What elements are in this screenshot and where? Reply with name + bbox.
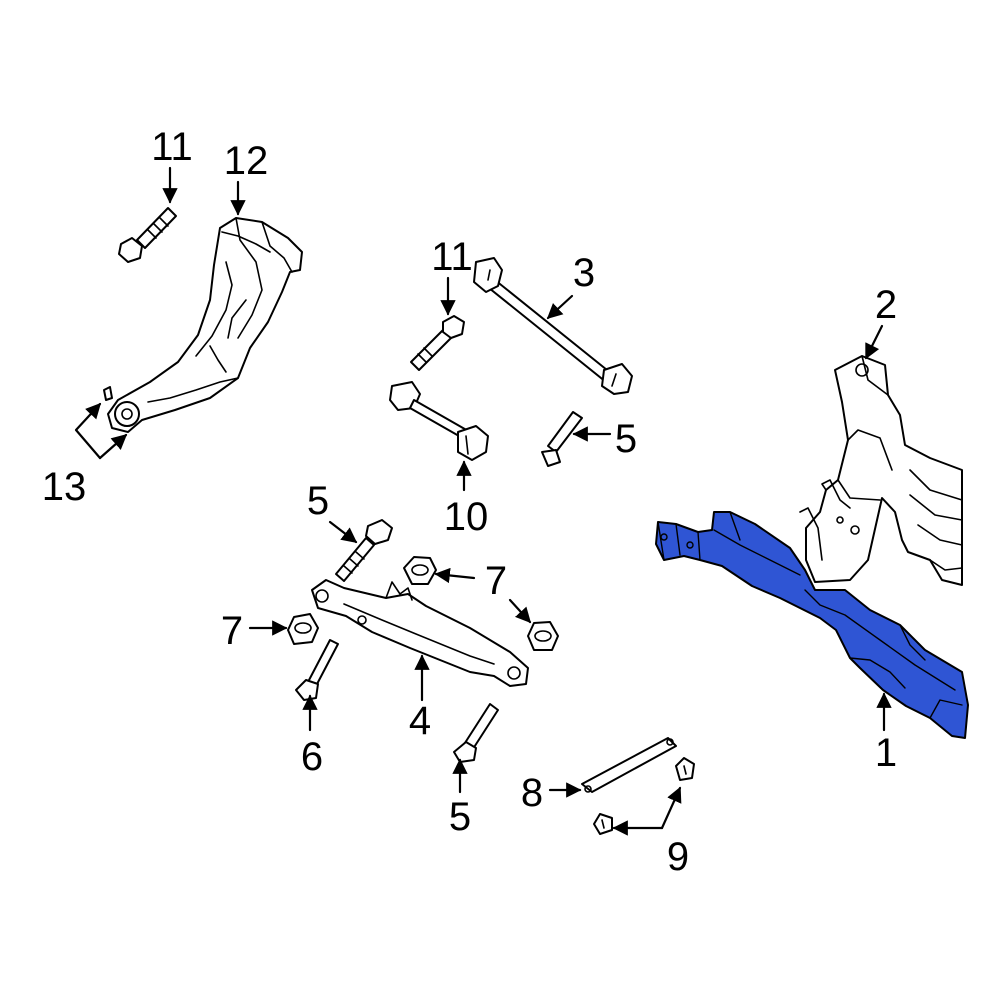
subframe[interactable] — [799, 355, 963, 586]
leader-9 — [660, 786, 682, 830]
callout-10: 10 — [444, 495, 489, 539]
callout-9: 9 — [667, 835, 689, 879]
leader-13-lower — [98, 433, 128, 460]
bolt-5-bottom[interactable] — [453, 703, 499, 763]
bolts-9[interactable] — [593, 757, 695, 835]
callout-5-bottom: 5 — [449, 795, 471, 839]
callout-8: 8 — [521, 771, 543, 815]
bolt-11-left[interactable] — [118, 207, 177, 263]
leader-7-upper — [434, 567, 476, 584]
leader-5-left — [328, 520, 358, 544]
strap-bracket[interactable] — [581, 737, 677, 793]
nut-7-left[interactable] — [287, 613, 319, 645]
callout-5-left: 5 — [307, 479, 329, 523]
callout-12: 12 — [224, 139, 269, 183]
bolt-5-left[interactable] — [335, 519, 393, 582]
leader-lines — [74, 166, 892, 836]
leader-2 — [864, 324, 884, 360]
callout-labels: 11 12 13 11 3 2 5 10 5 7 7 4 6 5 8 9 1 — [42, 125, 897, 879]
highlighted-side-rail[interactable] — [655, 511, 969, 739]
leader-7-right — [508, 598, 532, 624]
callout-5-right: 5 — [615, 417, 637, 461]
callout-13: 13 — [42, 465, 87, 509]
callout-1: 1 — [875, 731, 897, 775]
lateral-link[interactable] — [389, 381, 489, 461]
callout-11-left: 11 — [151, 125, 193, 169]
callout-3: 3 — [573, 251, 595, 295]
lower-control-arm[interactable] — [311, 579, 529, 687]
bolt-5-right[interactable] — [541, 411, 583, 467]
nut-7-right[interactable] — [527, 621, 559, 651]
leader-13 — [74, 402, 102, 460]
trailing-arm[interactable] — [103, 217, 303, 433]
nut-7-upper[interactable] — [403, 556, 437, 585]
callout-2: 2 — [875, 283, 897, 327]
bolt-6[interactable] — [295, 639, 339, 701]
callout-7-upper: 7 — [485, 559, 507, 603]
callout-7-left: 7 — [221, 609, 243, 653]
bolt-11-center[interactable] — [410, 315, 465, 371]
callout-4: 4 — [409, 699, 431, 743]
leader-3 — [546, 294, 574, 320]
tie-rod[interactable] — [473, 257, 633, 395]
callout-11-center: 11 — [431, 235, 473, 279]
callout-6: 6 — [301, 735, 323, 779]
